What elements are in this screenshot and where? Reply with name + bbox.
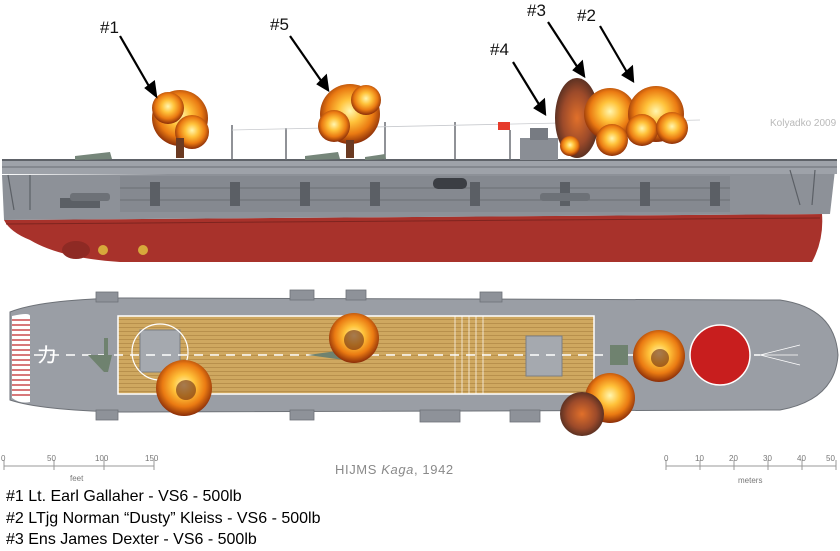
top-view: カ: [9, 289, 839, 423]
hull-code: カ: [36, 344, 58, 369]
explosion-3-top: [560, 373, 635, 436]
scale-meters-tick-10: 10: [695, 454, 704, 463]
hit-explosions-side: [152, 78, 688, 158]
scale-meters-tick-50: 50: [826, 454, 835, 463]
ship-caption: HIJMS Kaga, 1942: [335, 462, 454, 477]
scale-meters-tick-20: 20: [729, 454, 738, 463]
explosion-2-top: [633, 330, 685, 382]
marker-label-1: #1: [100, 18, 119, 37]
scale-feet-tick-0: 0: [1, 454, 6, 463]
scale-meters-tick-0: 0: [664, 454, 669, 463]
scale-feet-tick-150: 150: [145, 454, 159, 463]
hit-explosions-top: [156, 313, 685, 436]
scale-feet-tick-100: 100: [95, 454, 109, 463]
scale-feet-unit: feet: [70, 474, 84, 483]
scale-feet: [3, 460, 155, 470]
marker-label-4: #4: [490, 40, 509, 59]
marker-label-3: #3: [527, 1, 546, 20]
scale-meters-unit: meters: [738, 476, 763, 485]
hinomaru-roundel: [689, 324, 751, 386]
legend-line-1: #1 Lt. Earl Gallaher - VS6 - 500lb: [6, 488, 242, 505]
explosion-5-side: [318, 84, 381, 158]
side-profile: [2, 119, 837, 262]
explosion-1-top: [156, 360, 212, 416]
scale-feet-tick-50: 50: [47, 454, 56, 463]
hull-red: [4, 214, 823, 262]
marker-label-2: #2: [577, 6, 596, 25]
explosion-3-side: [555, 78, 599, 158]
scale-meters-tick-30: 30: [763, 454, 772, 463]
scale-meters-tick-40: 40: [797, 454, 806, 463]
legend-line-3: #3 Ens James Dexter - VS6 - 500lb: [6, 531, 257, 548]
marker-label-5: #5: [270, 15, 289, 34]
legend-line-2: #2 LTjg Norman “Dusty” Kleiss - VS6 - 50…: [6, 510, 321, 527]
marker-arrows: [119, 21, 635, 117]
artist-credit: Kolyadko 2009: [770, 118, 837, 129]
explosion-5-top: [329, 313, 379, 363]
explosion-2b-side: [626, 86, 688, 146]
explosion-2a-side: [584, 88, 636, 156]
scale-meters: [665, 460, 837, 470]
explosion-1-side: [152, 90, 209, 158]
